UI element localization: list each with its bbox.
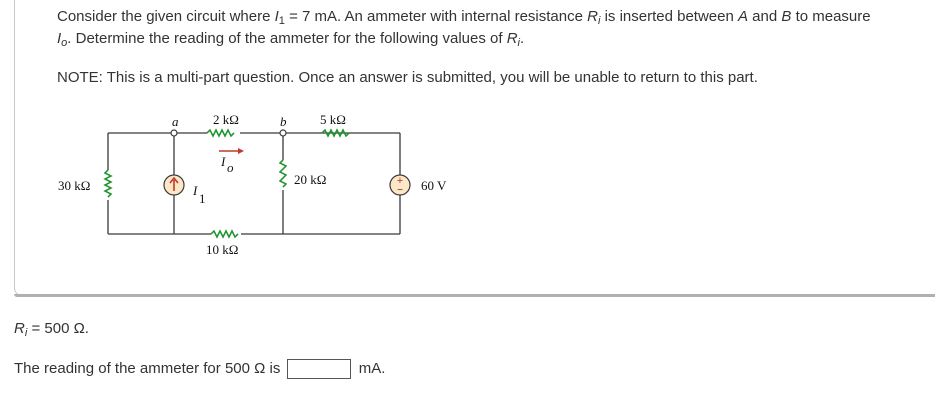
label-i1-sub: 1: [199, 191, 206, 206]
circuit-diagram: + − a b 2 kΩ 5 kΩ 30 kΩ 20 kΩ 10 kΩ 60 V…: [58, 112, 447, 257]
voltage-source: [389, 174, 411, 196]
question-panel: [14, 0, 935, 296]
question-text-line2: Io. Determine the reading of the ammeter…: [57, 30, 525, 49]
label-30k: 30 kΩ: [58, 178, 90, 193]
current-source-arrow-icon: [169, 176, 179, 191]
label-20k: 20 kΩ: [294, 172, 326, 187]
node-b: [279, 129, 287, 137]
given-ri: Ri = 500 Ω.: [14, 320, 89, 339]
label-2k: 2 kΩ: [213, 112, 239, 127]
label-io-sub: o: [227, 160, 234, 175]
ammeter-reading-input[interactable]: [286, 359, 351, 380]
label-5k: 5 kΩ: [320, 112, 346, 127]
minus-sign: −: [397, 185, 403, 196]
answer-unit: mA.: [358, 360, 386, 377]
label-60v: 60 V: [421, 178, 447, 193]
plus-sign: +: [397, 175, 403, 187]
label-10k: 10 kΩ: [206, 242, 238, 257]
answer-row: The reading of the ammeter for 500 Ω is …: [14, 359, 386, 380]
label-node-a: a: [172, 114, 179, 129]
question-text-line1: Consider the given circuit where I1 = 7 …: [57, 8, 871, 27]
answer-prompt: The reading of the ammeter for 500 Ω is: [14, 360, 281, 377]
note-text: NOTE: This is a multi-part question. Onc…: [57, 69, 758, 86]
label-node-b: b: [280, 114, 287, 129]
label-i1: I: [192, 183, 198, 198]
node-a: [170, 129, 178, 137]
label-io: I: [220, 154, 226, 169]
panel-divider: [14, 294, 935, 297]
